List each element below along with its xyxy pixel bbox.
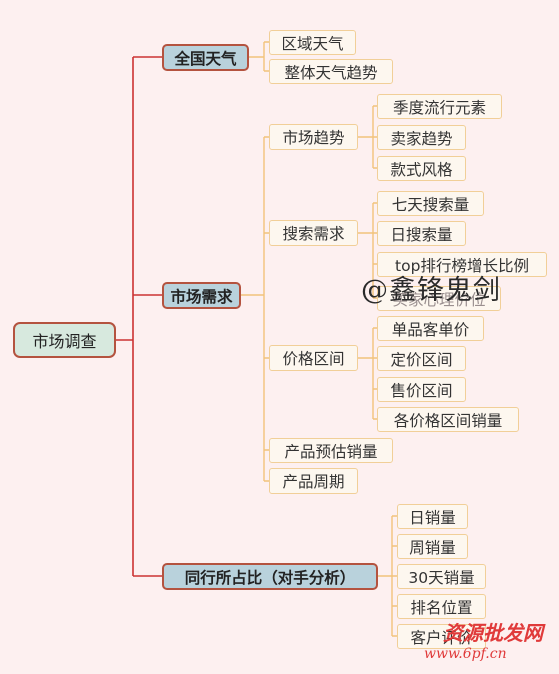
leaf-daily-search[interactable]: 日搜索量 xyxy=(377,221,466,246)
leaf-overall-weather-trend[interactable]: 整体天气趋势 xyxy=(269,59,393,84)
leaf-top-ranking-growth[interactable]: top排行榜增长比例 xyxy=(377,252,547,277)
site-watermark-url: www.6pf.cn xyxy=(424,646,507,662)
node-product-cycle[interactable]: 产品周期 xyxy=(269,468,358,494)
leaf-ranking-position[interactable]: 排名位置 xyxy=(397,594,486,619)
leaf-selling-price-range[interactable]: 售价区间 xyxy=(377,377,466,402)
node-search-demand[interactable]: 搜索需求 xyxy=(269,220,358,246)
leaf-weekly-sales[interactable]: 周销量 xyxy=(397,534,468,559)
leaf-style[interactable]: 款式风格 xyxy=(377,156,466,181)
root-node[interactable]: 市场调查 xyxy=(13,322,116,358)
branch-weather[interactable]: 全国天气 xyxy=(162,44,249,71)
leaf-unit-price[interactable]: 单品客单价 xyxy=(377,316,484,341)
leaf-daily-sales[interactable]: 日销量 xyxy=(397,504,468,529)
leaf-seasonal-elements[interactable]: 季度流行元素 xyxy=(377,94,502,119)
leaf-customer-reviews[interactable]: 客户评价 xyxy=(397,624,486,649)
leaf-seller-trend[interactable]: 卖家趋势 xyxy=(377,125,466,150)
leaf-region-weather[interactable]: 区域天气 xyxy=(269,30,356,55)
author-watermark: @鑫锋鬼剑 xyxy=(361,275,501,306)
leaf-sales-by-price-range[interactable]: 各价格区间销量 xyxy=(377,407,519,432)
leaf-7day-search[interactable]: 七天搜索量 xyxy=(377,191,484,216)
leaf-buyer-price-expectation[interactable]: 买家心理价位 xyxy=(377,286,501,311)
branch-market-demand[interactable]: 市场需求 xyxy=(162,282,241,309)
branch-competitor-share[interactable]: 同行所占比（对手分析） xyxy=(162,563,378,590)
node-sales-forecast[interactable]: 产品预估销量 xyxy=(269,438,393,463)
site-watermark-title: 资源批发网 xyxy=(443,621,543,645)
node-market-trend[interactable]: 市场趋势 xyxy=(269,124,358,150)
node-price-range[interactable]: 价格区间 xyxy=(269,345,358,371)
leaf-pricing-range[interactable]: 定价区间 xyxy=(377,346,466,371)
leaf-30day-sales[interactable]: 30天销量 xyxy=(397,564,486,589)
